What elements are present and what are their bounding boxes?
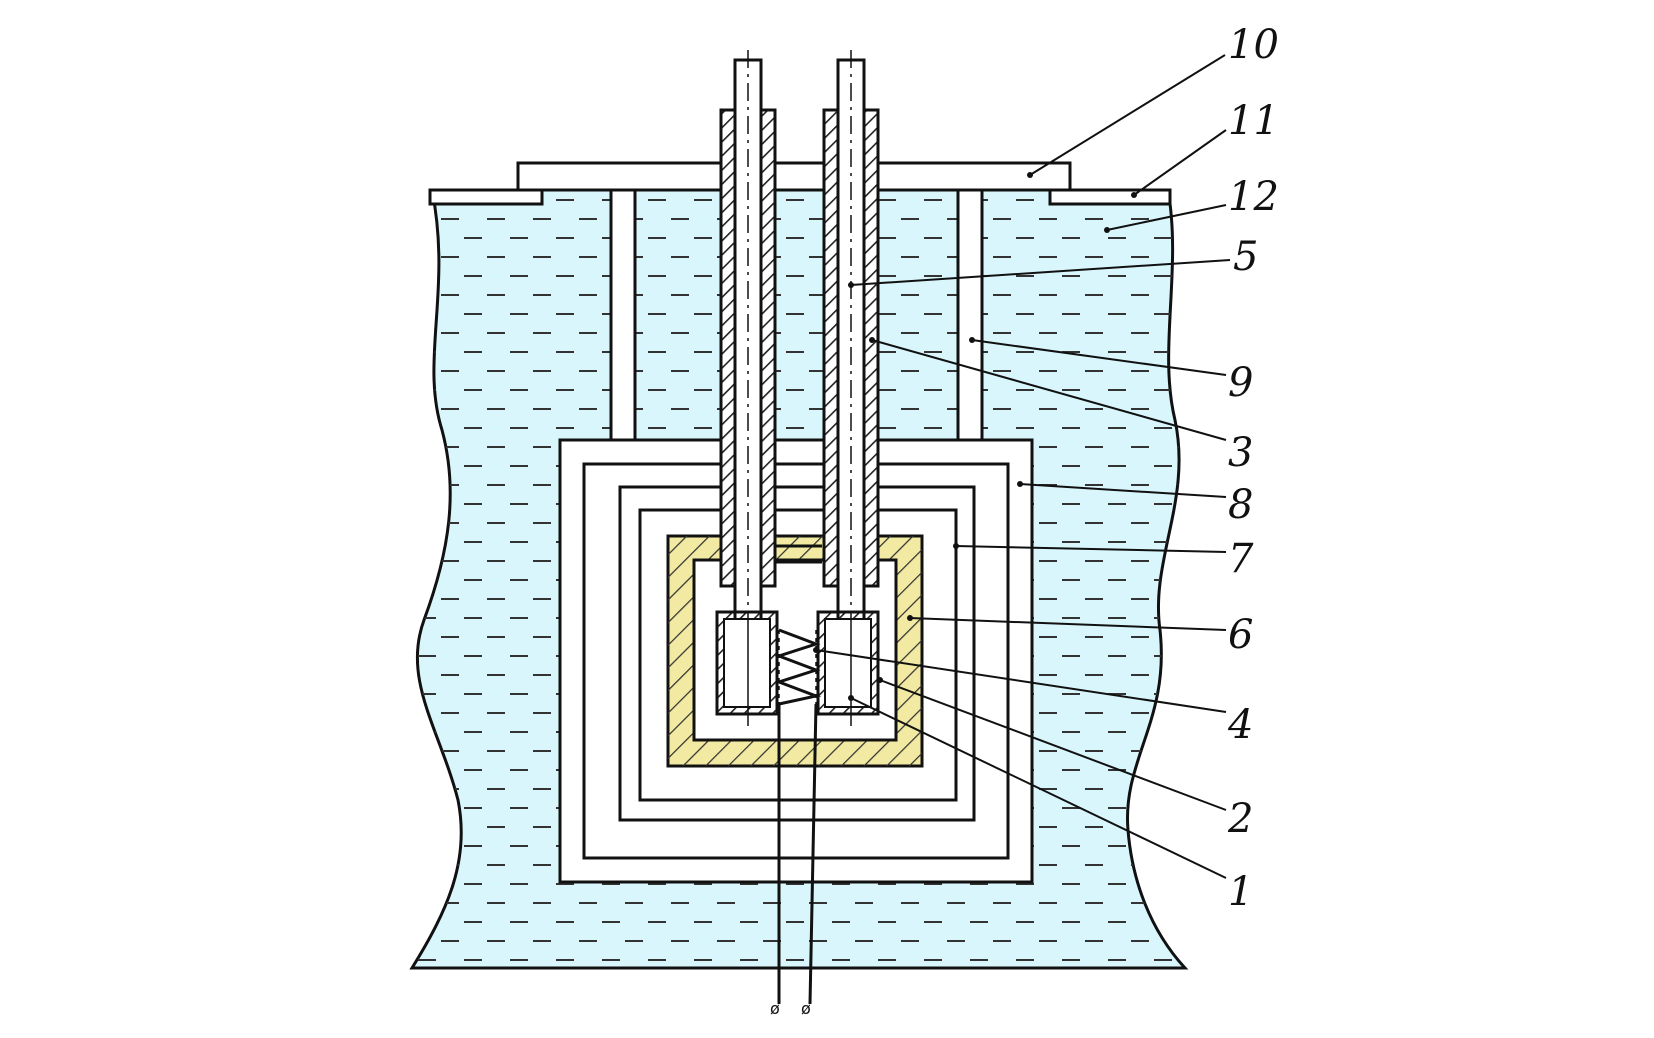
callout-label-8: 8 (1228, 482, 1253, 528)
callout-9: 9 (969, 337, 1253, 406)
callout-label-6: 6 (1228, 612, 1253, 658)
callout-label-7: 7 (1228, 536, 1254, 582)
wire-terminal-left: ø (770, 999, 780, 1018)
callout-label-10: 10 (1228, 22, 1279, 68)
left-inner-rod (733, 58, 763, 627)
wire-terminal-right: ø (801, 999, 811, 1018)
callout-6: 6 (907, 612, 1253, 658)
left-electrode-cell (715, 610, 779, 726)
callout-11: 11 (1131, 98, 1279, 198)
callouts: 10 11 12 5 9 3 8 (813, 22, 1279, 915)
lead-wires: ø ø (770, 703, 818, 1018)
callout-4: 4 (813, 647, 1253, 748)
support-rod-right (956, 188, 984, 442)
callout-12: 12 (1104, 174, 1279, 233)
callout-label-4: 4 (1227, 702, 1253, 748)
right-tube-assembly (822, 50, 880, 628)
callout-label-11: 11 (1228, 98, 1279, 144)
callout-1: 1 (848, 695, 1253, 915)
callout-label-12: 12 (1228, 174, 1279, 220)
surface-strip-left (428, 188, 544, 206)
surface-strip-right (1048, 188, 1172, 206)
callout-label-3: 3 (1228, 430, 1253, 476)
support-rod-left (609, 188, 637, 442)
callout-5: 5 (848, 234, 1258, 288)
callout-label-5: 5 (1233, 234, 1258, 280)
lid-plate (516, 161, 1072, 192)
callout-label-9: 9 (1228, 360, 1253, 406)
left-tube-assembly (719, 50, 777, 628)
spring-coil (774, 628, 822, 706)
callout-3: 3 (869, 337, 1253, 476)
callout-label-1: 1 (1228, 869, 1253, 915)
callout-2: 2 (877, 677, 1253, 842)
callout-label-2: 2 (1227, 796, 1253, 842)
right-electrode-cell (816, 610, 880, 726)
callout-8: 8 (1017, 481, 1253, 528)
callout-10: 10 (1027, 22, 1279, 178)
right-inner-rod (836, 58, 866, 627)
callout-7: 7 (953, 536, 1254, 582)
